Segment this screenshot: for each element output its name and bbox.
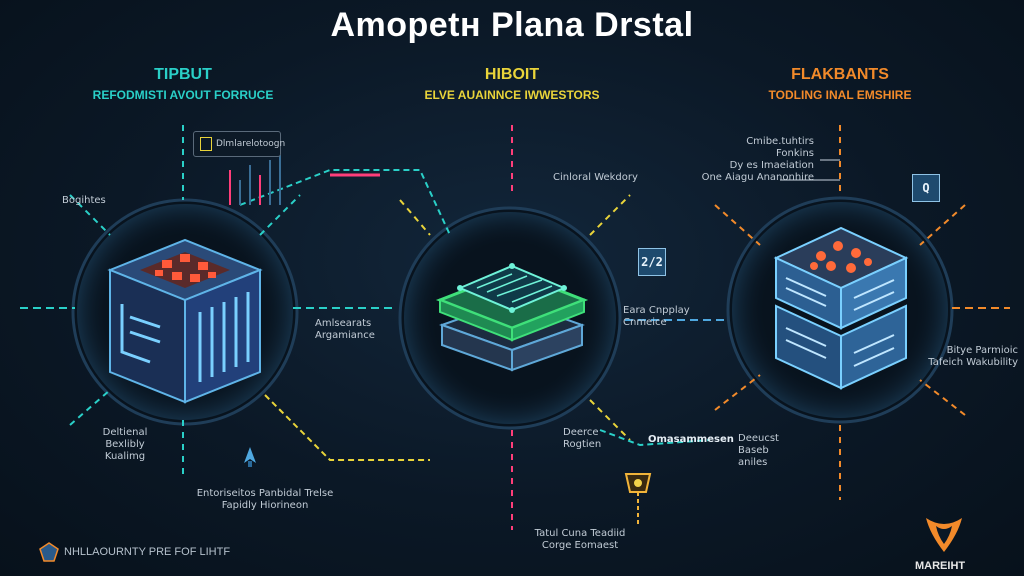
label-center-right: Eara Cnpplay Cnmeice (623, 305, 690, 329)
section-right-title: FLAKBANTS (791, 66, 889, 83)
page-title: Amopetн Plana Drstal (330, 6, 694, 44)
label-right-bottom: Deeucst Baseb aniles (738, 433, 779, 469)
label-right-bottom-line-1: Deeucst (738, 433, 779, 444)
label-right-side-line-2: Tafeich Wakubility (928, 357, 1018, 368)
label-middle-left-line-2: Argamiance (315, 330, 375, 341)
label-left-bottom-line-2: Bexlibly (105, 439, 145, 450)
label-right-top: Cmibe.tuhtirs Fonkins Dy es Imaeiation O… (690, 136, 814, 184)
chart-card-icon (200, 137, 212, 151)
chart-card: Dlmlarelotoogn (193, 131, 285, 157)
rocket-icon (244, 447, 256, 467)
label-center-bottom-line-2: Rogtien (563, 439, 602, 450)
label-center-right-line-1: Eara Cnpplay (623, 305, 690, 316)
label-bottom-center-line-2: Corge Eomaest (541, 540, 619, 551)
brand-name: MAREIHT (915, 560, 966, 572)
label-right-top-line-3: Dy es Imaeiation (729, 160, 814, 171)
label-left-bottom-line-3: Kualimg (104, 451, 146, 462)
left-server-cube-icon (107, 238, 263, 404)
section-center-header: HIBOIT ELVE AUAINNCE IWWESTORS (392, 66, 632, 102)
label-center-right-line-2: Cnmeice (623, 317, 667, 328)
label-left-bottom: Deltienal Bexlibly Kualimg (90, 427, 160, 463)
label-right-bottom-line-3: aniles (738, 457, 768, 468)
section-left-subtitle: REFODMISTI AVOUT FORRUCE (92, 88, 274, 102)
label-right-top-line-4: One Aiagu Ananonhire (701, 172, 814, 183)
label-bottom-center: Tatul Cuna Teadiid Corge Eomaest (510, 528, 650, 552)
label-left-top: Bogihtes (62, 195, 106, 206)
section-right-subtitle: TODLING INAL EMSHIRE (768, 88, 912, 102)
section-center-subtitle: ELVE AUAINNCE IWWESTORS (424, 88, 600, 102)
label-middle-left: Amlsearats Argamiance (315, 318, 375, 342)
label-right-bottom-line-2: Baseb (738, 445, 769, 456)
footer-text: NHLLAOURNTY PRE FOF LIHTF (64, 546, 231, 558)
label-left-bottom-line-1: Deltienal (102, 427, 148, 438)
right-top-box: Q (912, 174, 940, 202)
label-center-bottom: Deerce Rogtien (563, 427, 601, 451)
label-right-top-line-2: Fonkins (776, 148, 814, 159)
label-right-top-line-1: Cmibe.tuhtirs (746, 136, 814, 147)
label-bottom-left-line-1: Entoriseitos Panbidal Trelse (196, 488, 334, 499)
label-center-bottom-line-1: Deerce (563, 427, 599, 438)
mini-bar-chart (229, 155, 281, 205)
label-bottom-center-line-1: Tatul Cuna Teadiid (534, 528, 626, 539)
lamp-icon (624, 473, 652, 524)
label-middle-left-line-1: Amlsearats (315, 318, 372, 329)
section-left-header: TIPBUT REFODMISTI AVOUT FORRUCE (63, 66, 303, 102)
section-center-title: HIBOIT (484, 66, 540, 83)
right-server-stack-icon (773, 226, 909, 390)
label-bottom-left-line-2: Fapidly Hiorineon (221, 500, 309, 511)
center-right-box: 2/2 (638, 248, 666, 276)
label-right-side: Bitye Parmioic Tafeich Wakubility (920, 345, 1018, 369)
section-right-header: FLAKBANTS TODLING INAL EMSHIRE (720, 66, 960, 102)
label-center-bottom-right: Omasammesen (648, 434, 734, 445)
label-center-top: Cinloral Wekdory (553, 172, 638, 183)
brand-logo-icon (926, 518, 962, 552)
footer-logo-icon (39, 542, 59, 562)
center-chip-platform-icon (435, 263, 589, 372)
chart-card-label: Dlmlarelotoogn (216, 139, 286, 149)
section-left-title: TIPBUT (154, 66, 212, 83)
label-bottom-left: Entoriseitos Panbidal Trelse Fapidly Hio… (195, 488, 335, 512)
label-right-side-line-1: Bitye Parmioic (946, 345, 1018, 356)
